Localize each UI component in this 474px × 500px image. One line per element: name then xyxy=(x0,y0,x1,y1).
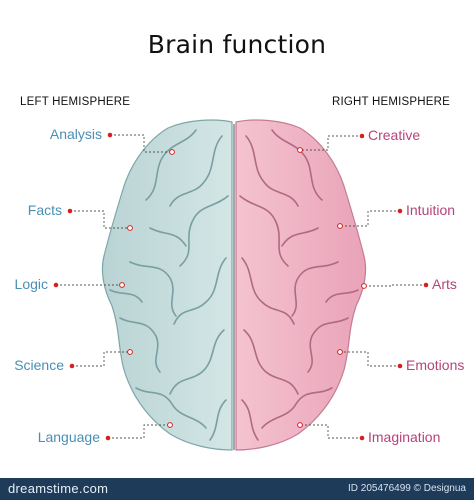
leader-lines xyxy=(53,132,429,441)
label-marker-left-1 xyxy=(67,208,73,214)
label-logic: Logic xyxy=(14,276,48,292)
target-marker-right-2 xyxy=(361,283,367,289)
label-intuition: Intuition xyxy=(406,202,456,218)
footer-meta: ID 205476499 © Designua xyxy=(347,483,466,494)
target-marker-right-1 xyxy=(337,223,343,229)
right-gyri xyxy=(239,129,359,441)
target-marker-right-4 xyxy=(297,422,303,428)
left-hemisphere-lobe xyxy=(101,119,233,451)
footer-bar: dreamstime.com ID 205476499 © Designua xyxy=(0,478,474,500)
leader-line-left-0 xyxy=(110,134,172,153)
label-marker-right-3 xyxy=(397,363,403,369)
footer-brand: dreamstime.com xyxy=(8,481,109,496)
label-facts: Facts xyxy=(27,202,62,218)
label-language: Language xyxy=(37,429,100,445)
leader-line-left-1 xyxy=(70,210,130,229)
label-imagination: Imagination xyxy=(368,429,441,445)
leader-line-left-4 xyxy=(108,424,170,439)
target-marker-right-3 xyxy=(337,349,343,355)
leader-line-right-1 xyxy=(340,210,400,227)
label-marker-right-4 xyxy=(359,435,365,441)
target-marker-left-3 xyxy=(127,349,133,355)
label-science: Science xyxy=(14,357,64,373)
label-marker-left-4 xyxy=(105,435,111,441)
label-emotions: Emotions xyxy=(406,357,465,373)
leader-line-right-3 xyxy=(340,351,400,367)
right-hemisphere-heading: RIGHT HEMISPHERE xyxy=(331,96,450,108)
label-marker-left-0 xyxy=(107,132,113,138)
right-hemisphere-lobe xyxy=(235,119,367,451)
diagram-title: Brain function xyxy=(147,30,327,59)
left-hemisphere-heading: LEFT HEMISPHERE xyxy=(20,96,131,108)
left-gyri xyxy=(109,129,229,441)
label-marker-left-2 xyxy=(53,282,59,288)
label-marker-right-2 xyxy=(423,282,429,288)
target-marker-left-4 xyxy=(167,422,173,428)
label-analysis: Analysis xyxy=(49,126,102,142)
label-arts: Arts xyxy=(432,276,457,292)
label-marker-right-1 xyxy=(397,208,403,214)
target-marker-left-2 xyxy=(119,282,125,288)
target-marker-right-0 xyxy=(297,147,303,153)
target-marker-left-1 xyxy=(127,225,133,231)
leader-line-right-4 xyxy=(300,424,362,439)
leader-line-right-0 xyxy=(300,135,362,151)
leader-line-right-2 xyxy=(364,284,426,287)
label-marker-right-0 xyxy=(359,133,365,139)
target-marker-left-0 xyxy=(169,149,175,155)
label-marker-left-3 xyxy=(69,363,75,369)
label-creative: Creative xyxy=(368,127,421,143)
leader-line-left-3 xyxy=(72,351,130,367)
